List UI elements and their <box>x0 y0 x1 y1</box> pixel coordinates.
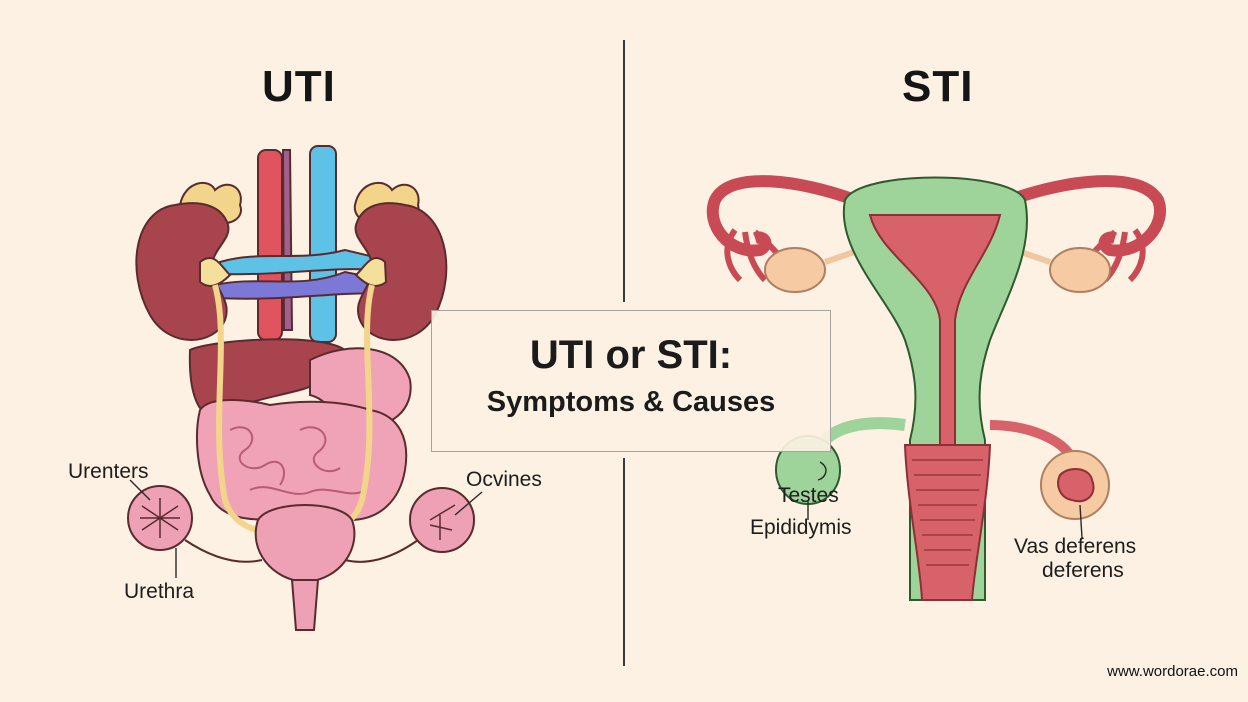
sti-leader-lines <box>807 461 1083 539</box>
label-epididymis: Epididymis <box>750 516 852 539</box>
uti-anatomy-illustration <box>127 145 475 631</box>
left-renal-pelvis <box>199 257 232 287</box>
testes-tube <box>820 417 906 445</box>
sti-anatomy-illustration <box>706 175 1166 601</box>
vaginal-canal <box>903 444 992 601</box>
left-kidney <box>135 202 230 341</box>
bladder <box>254 504 356 584</box>
ocvines-leader <box>454 491 483 516</box>
label-vas-deferens: Vas deferens <box>1014 535 1137 558</box>
center-divider-top <box>623 40 625 302</box>
urethra-tube <box>290 579 320 631</box>
right-bulb-duct <box>344 539 419 563</box>
left-bulb-fibers <box>140 498 180 538</box>
right-gland-inner <box>1057 468 1095 503</box>
aorta <box>257 149 283 341</box>
urenters-leader <box>129 479 151 501</box>
right-ovary <box>1049 247 1111 293</box>
uti-leader-lines <box>129 479 483 578</box>
right-bulb-fibers <box>429 504 456 540</box>
right-bulb <box>409 487 475 553</box>
sti-heading: STI <box>902 62 974 111</box>
label-urethra: Urethra <box>124 580 195 603</box>
title-box: UTI or STI: Symptoms & Causes <box>431 310 831 452</box>
left-ovary <box>764 247 826 293</box>
vena-cava <box>309 145 337 343</box>
label-testes: Testes <box>778 484 839 507</box>
title-main: UTI or STI: <box>529 333 733 377</box>
uti-heading: UTI <box>262 62 336 111</box>
testes-curl <box>817 461 827 481</box>
title-subtitle: Symptoms & Causes <box>486 386 776 418</box>
left-ureter <box>212 284 276 535</box>
left-fallopian-tube <box>706 175 858 257</box>
center-divider-bottom <box>623 458 625 666</box>
left-bulb-duct <box>184 539 263 563</box>
vas-deferens-tube <box>989 420 1075 459</box>
vaginal-rugae <box>912 459 983 566</box>
connecting-vessel <box>281 149 294 331</box>
right-kidney <box>354 202 448 341</box>
label-urenters: Urenters <box>68 460 149 483</box>
right-renal-pelvis <box>354 257 388 287</box>
label-ocvines: Ocvines <box>466 468 542 491</box>
intestine-coils <box>229 426 366 495</box>
label-deferens: deferens <box>1042 559 1124 582</box>
vas-deferens-leader <box>1079 504 1083 539</box>
footer-website[interactable]: www.wordorae.com <box>1107 663 1238 680</box>
